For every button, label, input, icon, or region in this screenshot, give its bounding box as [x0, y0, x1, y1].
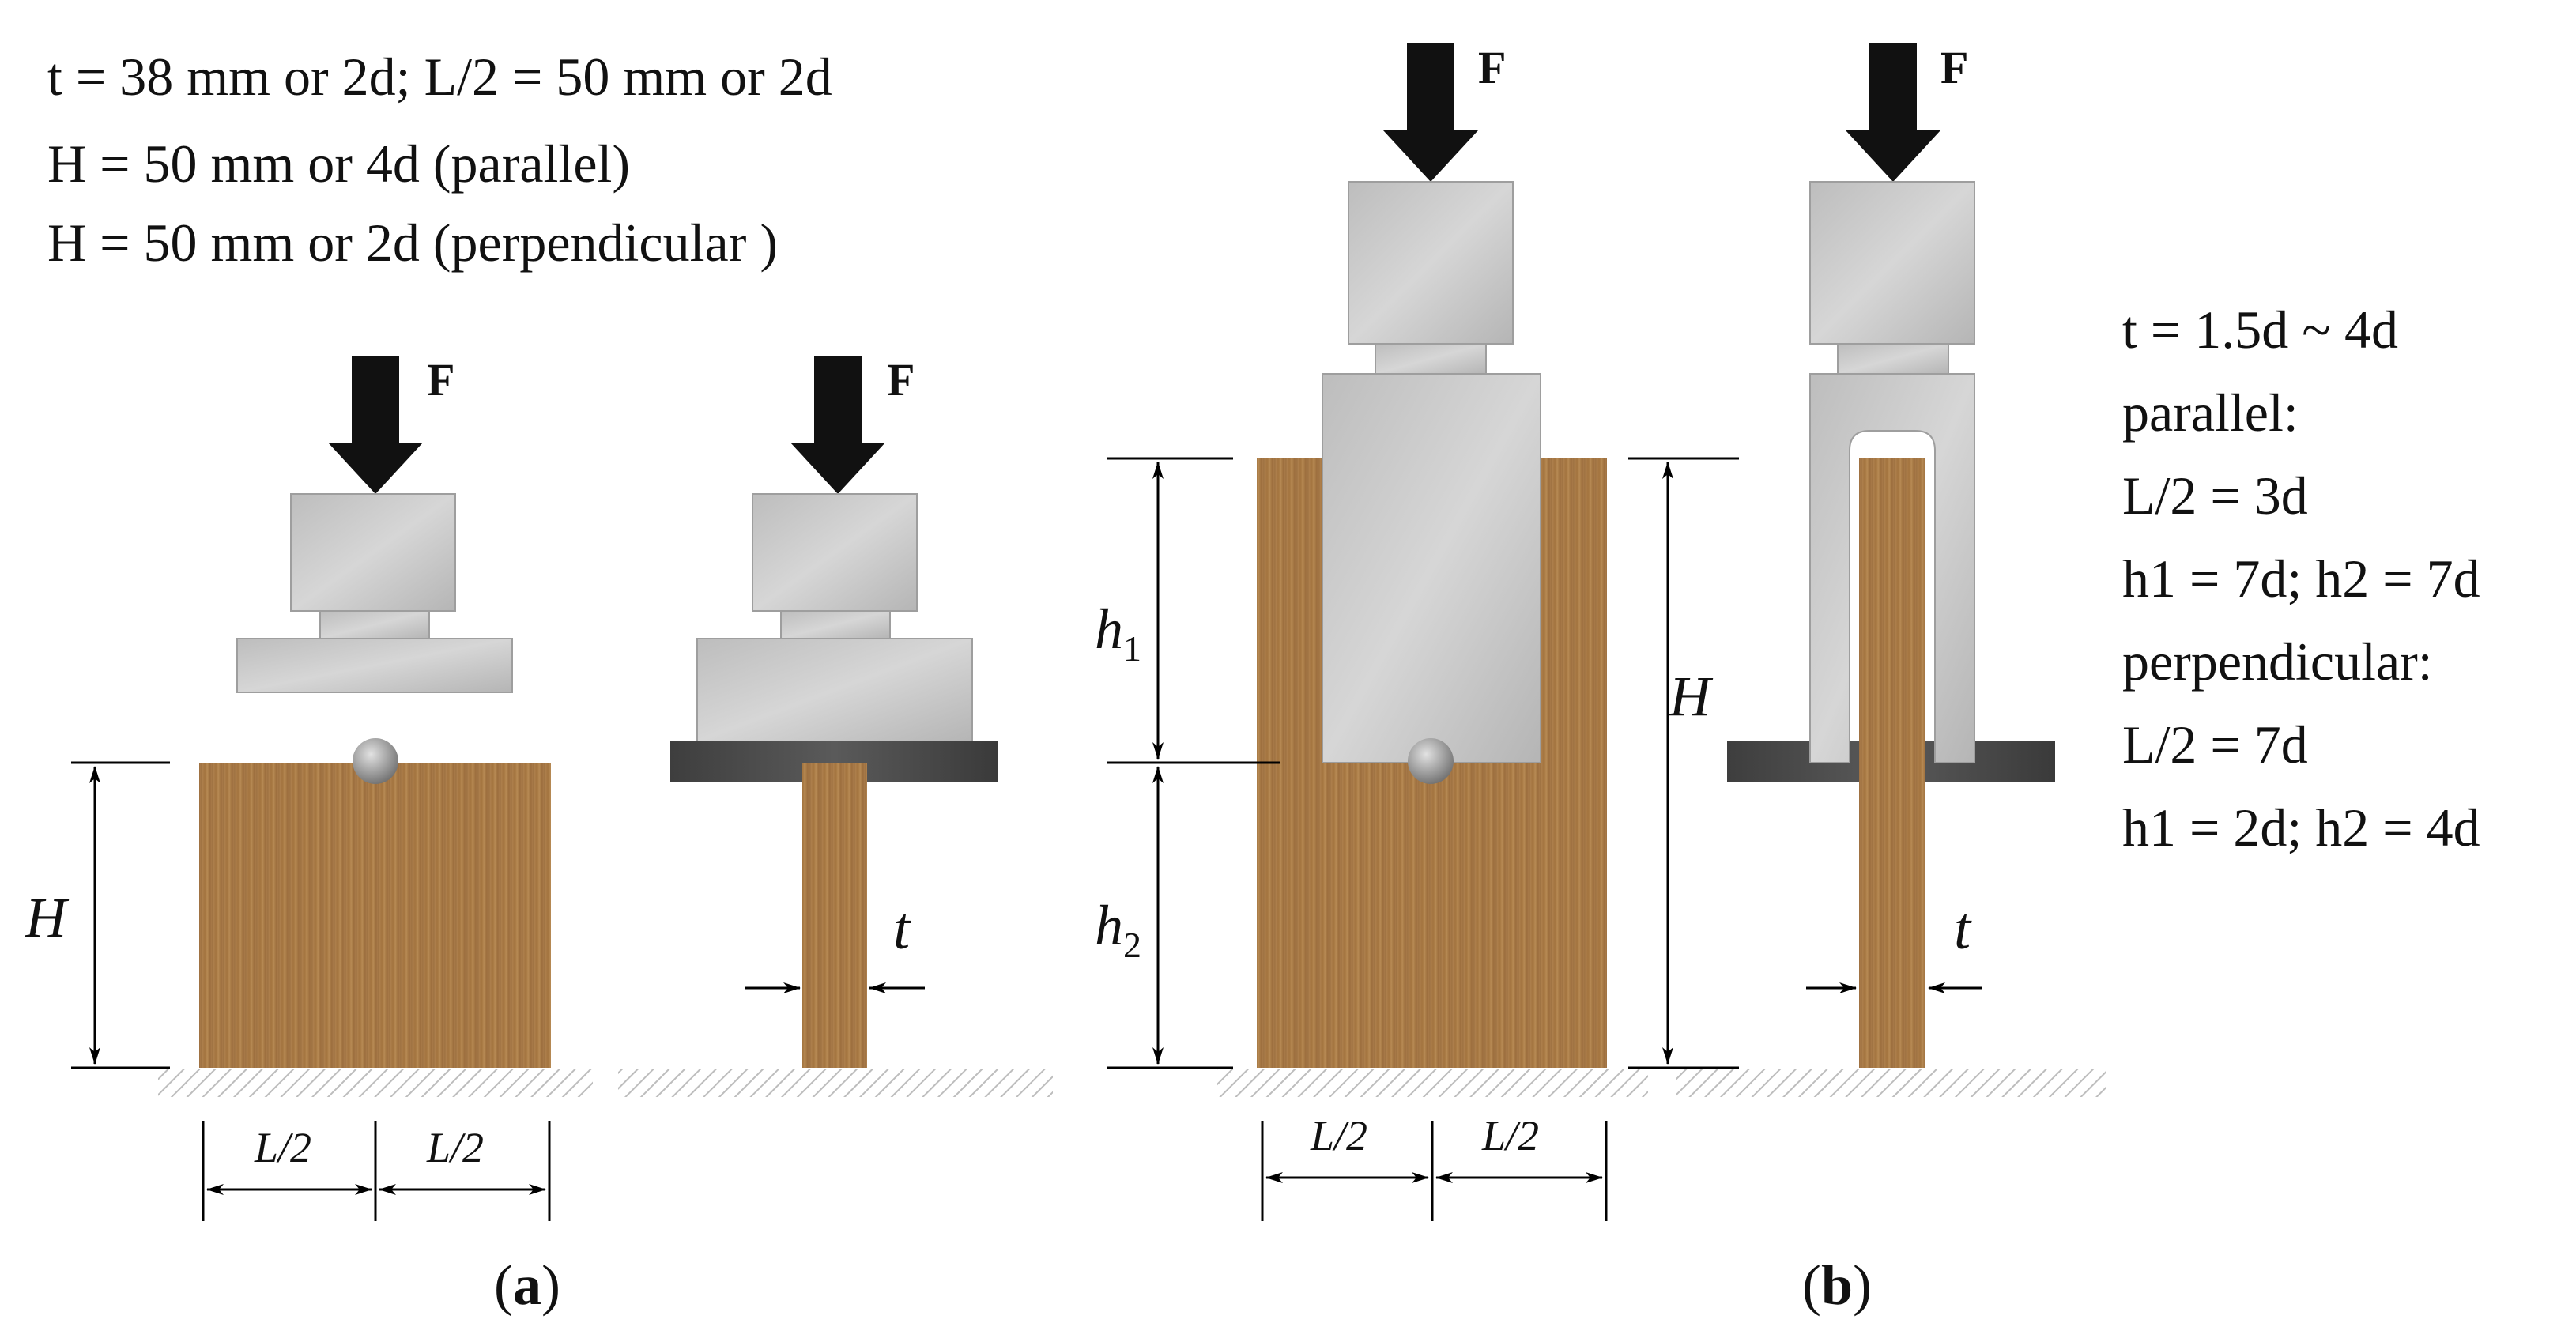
force-label-a1: F	[427, 354, 454, 405]
panel-b-spec-line-6: L/2 = 7d	[2122, 714, 2308, 775]
panel-b-spec: t = 1.5d ~ 4d parallel: L/2 = 3d h1 = 7d…	[2122, 300, 2480, 858]
panel-b-spec-line-2: parallel:	[2122, 383, 2299, 443]
h2-label: h2	[1095, 894, 1141, 965]
panel-a-spec-line-3: H = 50 mm or 2d (perpendicular )	[47, 213, 778, 273]
specimen-a-perpendicular: F t	[670, 354, 998, 1068]
force-arrow-b1	[1383, 43, 1478, 182]
panel-b: F h1 h2 H L/2 L/2	[1095, 42, 2480, 1317]
thickness-label-a: t	[893, 895, 911, 962]
steel-fork-b2	[1809, 373, 1975, 763]
caption-a: (a)	[494, 1253, 560, 1317]
panel-b-spec-line-7: h1 = 2d; h2 = 4d	[2122, 797, 2480, 858]
dowel-b1	[1408, 738, 1454, 784]
load-block-b2	[1809, 181, 1975, 345]
ground-hatch-b1	[1217, 1069, 1648, 1097]
panel-b-spec-line-3: L/2 = 3d	[2122, 466, 2308, 526]
force-label-b1: F	[1478, 42, 1506, 93]
ground-hatch-a1	[158, 1069, 593, 1097]
loading-plate-a1	[236, 638, 513, 693]
force-label-a2: F	[887, 354, 915, 405]
force-label-b2: F	[1940, 42, 1968, 93]
dowel-a1	[353, 738, 398, 784]
load-block-a1	[290, 493, 456, 612]
load-neck-b1	[1375, 343, 1487, 375]
height-label-a: H	[25, 886, 70, 949]
force-arrow-a2	[790, 356, 885, 494]
panel-a-spec-line-1: t = 38 mm or 2d; L/2 = 50 mm or 2d	[47, 47, 832, 107]
panel-b-spec-line-4: h1 = 7d; h2 = 7d	[2122, 549, 2480, 609]
panel-b-spec-line-1: t = 1.5d ~ 4d	[2122, 300, 2398, 360]
load-neck-a2	[780, 610, 891, 639]
half-length-label-b2: L/2	[1481, 1112, 1539, 1159]
caption-b: (b)	[1802, 1253, 1872, 1317]
wood-block-a1	[199, 763, 551, 1068]
specimen-b-perpendicular: F t	[1727, 42, 2055, 1068]
load-neck-b2	[1837, 343, 1949, 375]
thickness-label-b: t	[1954, 895, 1972, 962]
wood-strip-a2	[802, 763, 867, 1068]
panel-b-spec-line-5: perpendicular:	[2122, 631, 2433, 692]
load-block-a2	[752, 493, 918, 612]
height-label-b: H	[1669, 665, 1714, 728]
half-length-label-b1: L/2	[1310, 1112, 1367, 1159]
panel-a-spec-line-2: H = 50 mm or 4d (parallel)	[47, 134, 630, 194]
wood-strip-b2	[1859, 458, 1925, 1068]
half-length-label-a1: L/2	[254, 1124, 311, 1171]
force-arrow-a1	[328, 356, 423, 494]
panel-a: t = 38 mm or 2d; L/2 = 50 mm or 2d H = 5…	[25, 47, 1053, 1317]
ground-hatch-b2	[1676, 1069, 2106, 1097]
force-arrow-b2	[1846, 43, 1940, 182]
specimen-a-parallel: F H L/2 L/2	[25, 354, 551, 1221]
h1-label: h1	[1095, 598, 1141, 669]
specimen-b-parallel: F h1 h2 H L/2 L/2	[1095, 42, 1739, 1221]
load-block-b1	[1348, 181, 1514, 345]
ground-hatch-a2	[618, 1069, 1053, 1097]
load-neck-a1	[319, 610, 430, 639]
loading-plate-a2	[696, 638, 973, 742]
steel-insert-b1	[1322, 373, 1541, 763]
half-length-label-a2: L/2	[426, 1124, 484, 1171]
